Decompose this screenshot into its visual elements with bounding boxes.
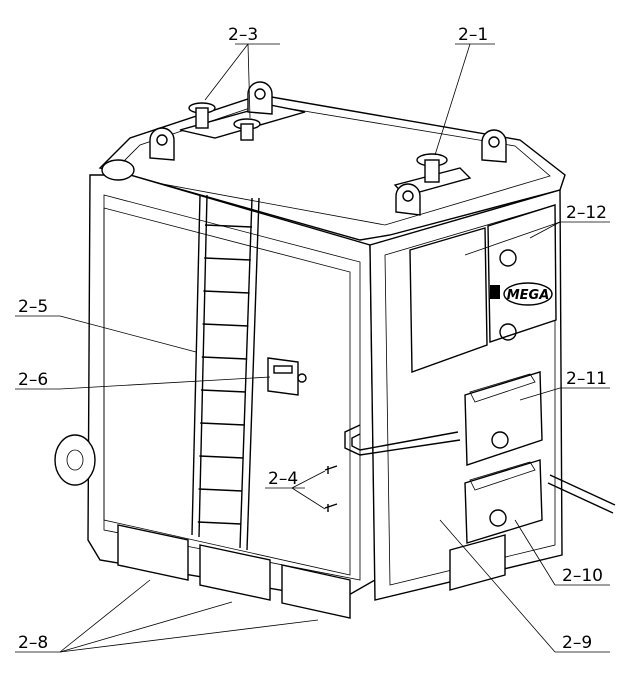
callout-2-5: 2–5 xyxy=(18,297,48,317)
ladder-rung xyxy=(204,224,253,228)
ladder-rung xyxy=(201,356,248,360)
leader-lines xyxy=(15,43,610,653)
ladder-rung xyxy=(200,389,247,393)
callout-2-12: 2–12 xyxy=(566,203,607,223)
upper-door: MEGA xyxy=(409,204,557,373)
lifting-eye xyxy=(149,81,507,216)
callout-2-9: 2–9 xyxy=(562,633,592,653)
callout-2-4: 2–4 xyxy=(268,469,298,489)
ladder-rung xyxy=(202,323,249,327)
lower-door xyxy=(464,371,543,544)
ladder-rung xyxy=(203,290,250,294)
control-panel-2-6 xyxy=(267,357,307,396)
ladder-rung xyxy=(204,257,251,261)
ladder-rung xyxy=(197,521,242,525)
ladder-rung xyxy=(199,455,244,459)
side-pipe xyxy=(344,424,461,456)
callout-2-3: 2–3 xyxy=(228,25,258,45)
side-fan xyxy=(54,159,135,486)
boiler-left-face xyxy=(87,174,376,601)
flange-2-1 xyxy=(416,153,448,183)
mega-logo: MEGA xyxy=(507,288,550,303)
callout-2-11: 2–11 xyxy=(566,369,607,389)
ladder-2-5 xyxy=(191,194,260,551)
callout-2-1: 2–1 xyxy=(458,25,488,45)
callout-2-8: 2–8 xyxy=(18,633,48,653)
valve-2-4 xyxy=(324,465,338,512)
callout-2-6: 2–6 xyxy=(18,370,48,390)
flange-2-3 xyxy=(188,102,261,141)
bottom-box-2-8 xyxy=(117,524,506,619)
ladder-rung xyxy=(198,488,243,492)
callout-2-10: 2–10 xyxy=(562,566,603,586)
ladder-rung xyxy=(200,422,245,426)
